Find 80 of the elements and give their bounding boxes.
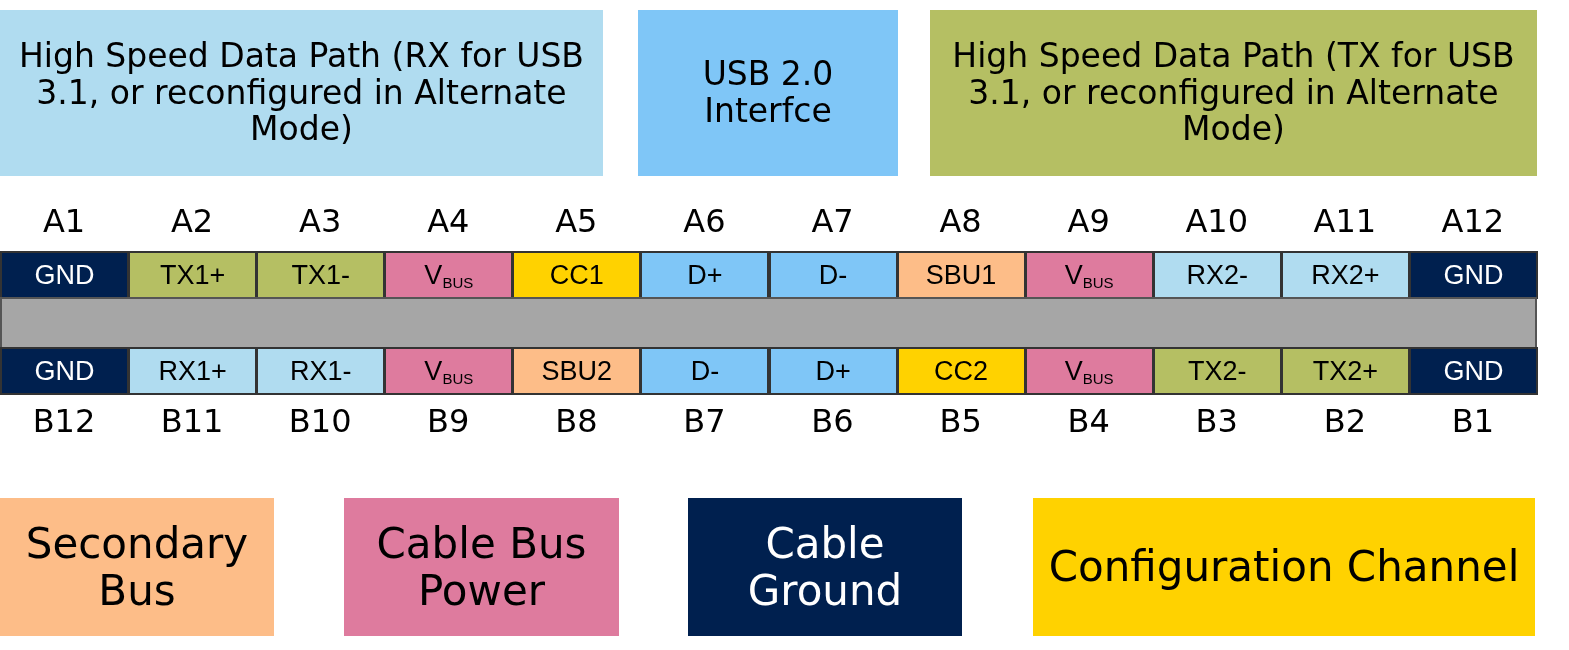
pin-name: GND [34, 259, 95, 291]
pin-number: B9 [426, 402, 471, 440]
pin-name: CC2 [934, 355, 989, 387]
pin-name: D- [690, 355, 720, 387]
legend-text: High Speed Data Path (TX for USB 3.1, or reconfigured in Alternate Mode) [951, 37, 1516, 149]
pin-name: V$_{BUS}$ [424, 259, 474, 291]
pin-cell [0, 347, 130, 395]
pin-number: A9 [1066, 202, 1111, 240]
pin-number: A5 [554, 202, 599, 240]
pin-cell [1280, 251, 1410, 299]
legend-text: Cable Bus Power [375, 519, 588, 615]
pin-cell [1280, 347, 1410, 395]
pin-number: B5 [938, 402, 983, 440]
pin-cell [128, 347, 258, 395]
pin-name: RX2- [1186, 259, 1249, 291]
pin-name: GND [1443, 259, 1504, 291]
pin-cell [128, 251, 258, 299]
connector-tongue [0, 297, 1537, 349]
pin-name: SBU1 [925, 259, 997, 291]
pin-number: B3 [1194, 402, 1239, 440]
pin-number: A11 [1312, 202, 1378, 240]
legend-text: Configuration Channel [1048, 543, 1520, 591]
pin-name: D- [818, 259, 848, 291]
legend-text: USB 2.0 Interfce [701, 56, 835, 130]
legend-text: High Speed Data Path (RX for USB 3.1, or reconfigured in Alternate Mode) [17, 37, 585, 149]
pin-cell [640, 347, 770, 395]
pin-name: D+ [815, 355, 851, 387]
pin-name: D+ [687, 259, 723, 291]
pin-number: A6 [682, 202, 727, 240]
pin-name: RX1- [289, 355, 352, 387]
pin-cell [1408, 347, 1538, 395]
pin-cell [256, 251, 386, 299]
pin-cell [1152, 251, 1282, 299]
pin-name: V$_{BUS}$ [1064, 355, 1114, 387]
pin-cell [1152, 347, 1282, 395]
pin-number: B8 [554, 402, 599, 440]
pin-cell [1024, 251, 1154, 299]
pin-cell [1024, 347, 1154, 395]
pin-number: B10 [287, 402, 353, 440]
pin-cell [768, 347, 898, 395]
pin-name: V$_{BUS}$ [424, 355, 474, 387]
pin-number: B2 [1322, 402, 1367, 440]
pin-name: GND [34, 355, 95, 387]
legend-text: Cable Ground [746, 519, 904, 615]
pin-name: GND [1443, 355, 1504, 387]
pin-cell [512, 251, 642, 299]
pin-name: RX2+ [1311, 259, 1380, 291]
pin-cell [640, 251, 770, 299]
pin-number: A1 [41, 202, 87, 240]
pin-cell [384, 251, 514, 299]
pin-name: TX2- [1188, 355, 1247, 387]
pin-cell [896, 251, 1026, 299]
pin-number: B11 [159, 402, 225, 440]
pin-name: V$_{BUS}$ [1064, 259, 1114, 291]
pin-number: A4 [426, 202, 471, 240]
pin-name: SBU2 [541, 355, 613, 387]
pin-cell [384, 347, 514, 395]
pin-number: A12 [1440, 202, 1506, 240]
pin-number: B7 [682, 402, 727, 440]
pin-number: A7 [810, 202, 855, 240]
pin-number: B1 [1450, 402, 1496, 440]
pin-cell [896, 347, 1026, 395]
pin-cell [512, 347, 642, 395]
pin-cell [0, 251, 130, 299]
pin-name: RX1+ [158, 355, 227, 387]
legend-text: Secondary Bus [24, 519, 250, 615]
pin-number: A3 [298, 202, 343, 240]
pin-number: A10 [1184, 202, 1250, 240]
pin-cell [256, 347, 386, 395]
pin-number: B12 [31, 402, 97, 440]
pin-number: B4 [1066, 402, 1111, 440]
pin-number: B6 [810, 402, 855, 440]
pin-name: CC1 [549, 259, 604, 291]
pin-cell [1408, 251, 1538, 299]
pin-number: A2 [169, 202, 215, 240]
pin-name: TX1- [291, 259, 350, 291]
pin-name: TX1+ [159, 259, 226, 291]
pin-number: A8 [938, 202, 983, 240]
pin-cell [768, 251, 898, 299]
pin-name: TX2+ [1312, 355, 1378, 387]
